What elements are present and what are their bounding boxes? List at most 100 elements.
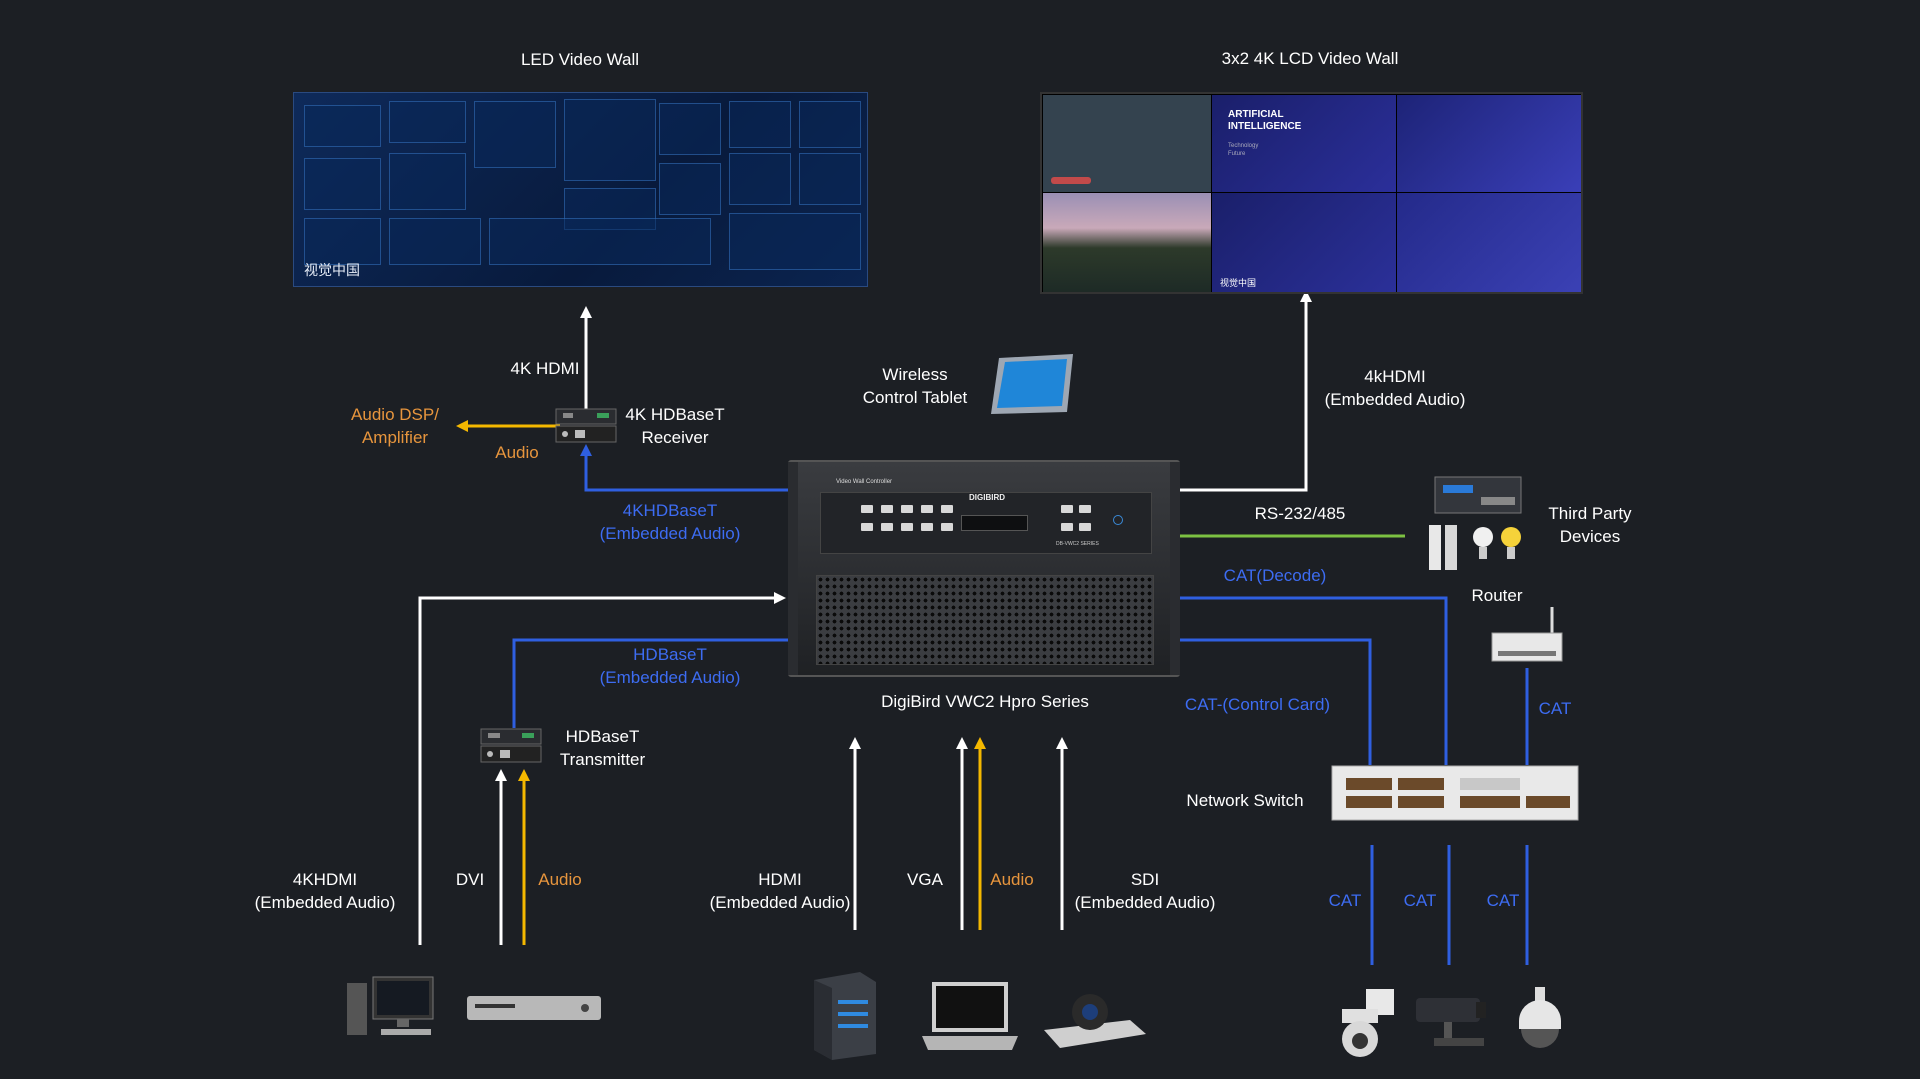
laptop-icon <box>922 982 1018 1050</box>
desktop-pc-icon <box>347 976 434 1035</box>
lcd-tile <box>1396 192 1581 292</box>
in-hdmi-line-1: HDMI <box>758 870 802 889</box>
link-4khdmi-from-pc <box>418 592 786 945</box>
4khdbaset-line-2: (Embedded Audio) <box>599 524 741 543</box>
in-4khdmi-line-1: 4KHDMI <box>292 870 358 889</box>
third-party-line-2: Devices <box>1559 527 1621 546</box>
hdbaset-transmitter-icon <box>480 728 542 763</box>
label-rs232: RS-232/485 <box>1254 504 1346 523</box>
in-sdi-line-2: (Embedded Audio) <box>1074 893 1216 912</box>
router-icon <box>1491 607 1563 662</box>
in-hdmi-line-2: (Embedded Audio) <box>709 893 851 912</box>
label-network-switch: Network Switch <box>1186 791 1304 810</box>
lcd-tile <box>1042 94 1212 193</box>
label-cat-cam-2: CAT <box>1403 891 1437 910</box>
in-4khdmi-line-2: (Embedded Audio) <box>254 893 396 912</box>
transmitter-line-2: Transmitter <box>559 750 646 769</box>
label-in-4khdmi: 4KHDMI (Embedded Audio) <box>245 868 405 914</box>
4khdmi-out-line-2: (Embedded Audio) <box>1324 390 1466 409</box>
dvd-player-icon <box>467 996 601 1020</box>
lcd-tile <box>1042 192 1212 292</box>
rack-ear-left <box>788 462 798 675</box>
led-panel <box>659 103 721 155</box>
led-panel <box>304 105 381 147</box>
controller-series: DB-VWC2 SERIES <box>1056 541 1099 547</box>
label-tablet: Wireless Control Tablet <box>845 363 985 409</box>
led-panel <box>489 218 711 265</box>
led-wall-watermark: 视觉中国 <box>304 262 360 278</box>
label-audio-dsp: Audio DSP/ Amplifier <box>330 403 460 449</box>
rack-ear-right <box>1170 462 1180 675</box>
led-panel <box>389 101 466 143</box>
link-hdbaset-to-receiver <box>580 444 795 492</box>
label-in-audio-2: Audio <box>990 870 1034 889</box>
label-in-audio-1: Audio <box>538 870 582 889</box>
controller-panel-title: Video Wall Controller <box>836 479 893 485</box>
receiver-line-1: 4K HDBaseT <box>625 405 725 424</box>
hdbaset-receiver-icon <box>555 408 617 443</box>
label-router: Router <box>1471 586 1523 605</box>
led-panel <box>304 158 381 210</box>
bullet-camera-icon <box>1416 998 1486 1046</box>
4khdmi-out-line-1: 4kHDMI <box>1364 367 1426 386</box>
led-panel <box>729 213 861 270</box>
lcd-wall-title: 3x2 4K LCD Video Wall <box>1221 49 1399 68</box>
video-wall-controller: Video Wall Controller DIGIBIRD DB-VWC2 S… <box>788 460 1180 677</box>
in-sdi-line-1: SDI <box>1130 870 1160 889</box>
led-panel <box>389 153 466 210</box>
hdbaset-link-line-2: (Embedded Audio) <box>599 668 741 687</box>
led-panel <box>799 153 861 205</box>
link-cat-decode <box>1170 596 1448 765</box>
label-cat-cam-3: CAT <box>1486 891 1520 910</box>
transmitter-line-1: HDBaseT <box>565 727 640 746</box>
third-party-line-1: Third Party <box>1548 504 1632 523</box>
label-in-vga: VGA <box>907 870 943 889</box>
label-in-dvi: DVI <box>455 870 485 889</box>
tablet-line-1: Wireless <box>882 365 948 384</box>
lcd-video-wall: ARTIFICIAL INTELLIGENCE Technology Futur… <box>1040 92 1583 294</box>
receiver-line-2: Receiver <box>641 428 709 447</box>
controller-name: DigiBird VWC2 Hpro Series <box>881 692 1089 711</box>
label-third-party: Third Party Devices <box>1530 502 1650 548</box>
tablet-icon <box>991 354 1073 414</box>
led-panel <box>564 99 656 181</box>
controller-brand: DIGIBIRD <box>969 493 1005 502</box>
lcd-tile: 视觉中国 <box>1211 192 1397 292</box>
led-panel <box>474 101 556 168</box>
network-switch-icon <box>1331 765 1579 821</box>
controller-vent-grill <box>816 575 1154 665</box>
label-hdbaset-link: HDBaseT (Embedded Audio) <box>585 643 755 689</box>
lcd-tile: ARTIFICIAL INTELLIGENCE Technology Futur… <box>1211 94 1397 193</box>
dome-camera-icon <box>1342 989 1394 1057</box>
lcd-tile-sub-1: Technology <box>1228 143 1259 149</box>
label-cat-cam-1: CAT <box>1328 891 1362 910</box>
lcd-tile <box>1396 94 1581 193</box>
lcd-watermark: 视觉中国 <box>1220 278 1257 288</box>
label-cat-control: CAT-(Control Card) <box>1184 695 1331 714</box>
tablet-line-2: Control Tablet <box>862 388 968 407</box>
led-wall-title: LED Video Wall <box>520 50 640 69</box>
led-panel <box>799 101 861 148</box>
lcd-tile-title-2: INTELLIGENCE <box>1228 121 1302 132</box>
hdbaset-link-line-1: HDBaseT <box>633 645 707 664</box>
label-4khdmi-out: 4kHDMI (Embedded Audio) <box>1310 365 1480 411</box>
ball-camera-icon <box>1519 987 1561 1048</box>
label-4khdbaset: 4KHDBaseT (Embedded Audio) <box>585 499 755 545</box>
led-panel <box>729 153 791 205</box>
label-4k-hdmi: 4K HDMI <box>510 359 580 378</box>
link-4khdmi-to-lcd <box>1170 290 1312 492</box>
lcd-tile-title-1: ARTIFICIAL <box>1228 109 1284 120</box>
led-video-wall: 视觉中国 <box>293 92 868 287</box>
label-cat-router: CAT <box>1538 699 1572 718</box>
label-in-hdmi: HDMI (Embedded Audio) <box>700 868 860 914</box>
label-transmitter: HDBaseT Transmitter <box>540 725 665 771</box>
controller-front-panel: Video Wall Controller DIGIBIRD DB-VWC2 S… <box>820 479 1152 554</box>
audio-dsp-line-1: Audio DSP/ <box>351 405 439 424</box>
video-conference-camera-icon <box>1044 994 1146 1048</box>
link-cat-control <box>1170 638 1372 765</box>
audio-dsp-line-2: Amplifier <box>361 428 429 447</box>
led-panel <box>304 218 381 265</box>
lcd-tile-sub-2: Future <box>1228 151 1246 157</box>
